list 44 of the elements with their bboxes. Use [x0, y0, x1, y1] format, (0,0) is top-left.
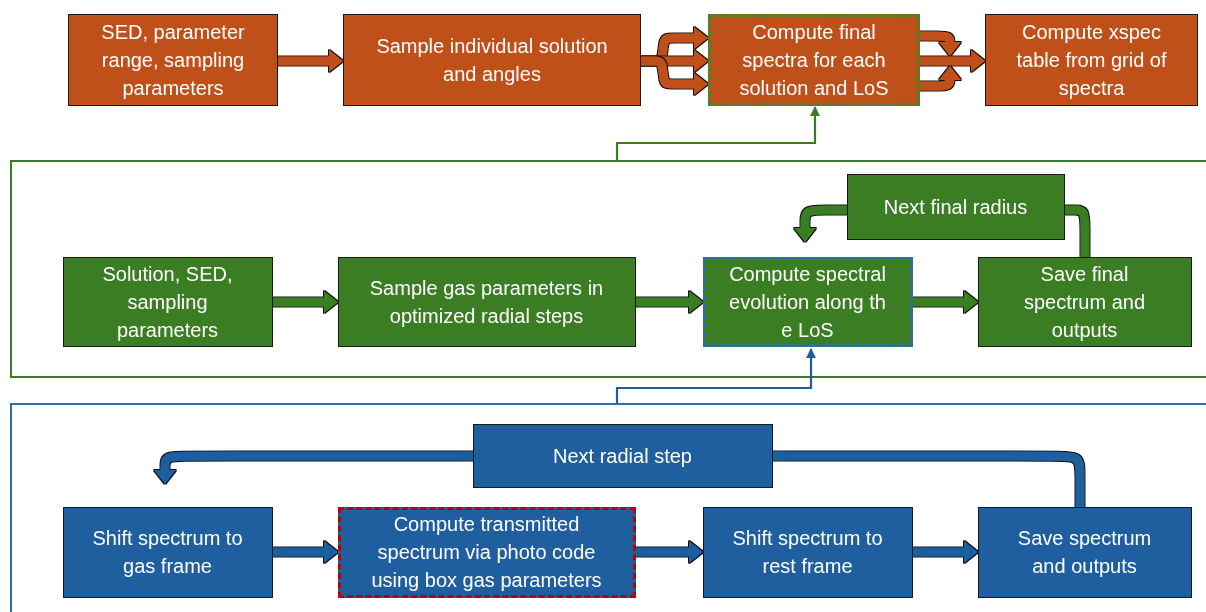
step-text: Compute xspec table from grid of spectra [1015, 20, 1168, 101]
step-text: Solution, SED, sampling parameters [101, 261, 234, 343]
step-text: Next radial step [553, 443, 692, 469]
group-panel [10, 403, 1206, 612]
block-arrow [918, 66, 961, 91]
block-arrow [154, 451, 473, 484]
process-box [68, 14, 278, 106]
process-box [343, 14, 641, 106]
process-box [337, 506, 636, 598]
process-box [702, 256, 913, 347]
block-arrow [918, 31, 961, 56]
step-text: Compute transmitted spectrum via photo code using box gas parameters [370, 512, 603, 593]
process-box [337, 256, 636, 347]
block-arrow [638, 56, 708, 95]
process-box [472, 423, 773, 488]
block-arrow [636, 541, 703, 563]
block-arrow [913, 541, 978, 563]
step-text: SED, parameter range, sampling parameters [100, 20, 246, 101]
step-text: Sample individual solution and angles [375, 34, 609, 87]
block-arrow [636, 291, 703, 313]
process-box [62, 256, 273, 347]
step-text: Save final spectrum and outputs [1022, 261, 1147, 343]
step-text: Shift spectrum to rest frame [731, 526, 884, 579]
arrow [615, 348, 816, 403]
block-arrow [273, 541, 338, 563]
step-text: Compute final spectra for each solution and LoS [738, 20, 890, 101]
process-box [985, 14, 1198, 106]
process-box [977, 506, 1192, 598]
block-arrow [278, 50, 343, 72]
arrow [615, 106, 820, 160]
step-text: Sample gas parameters in optimized radial steps [368, 275, 605, 329]
group-panel [10, 160, 1206, 378]
process-box [708, 14, 920, 106]
block-arrow [273, 291, 338, 313]
step-text: Next final radius [883, 194, 1028, 220]
block-arrow [920, 50, 985, 72]
process-box [846, 173, 1065, 240]
step-text: Shift spectrum to gas frame [91, 526, 244, 579]
process-box [702, 506, 913, 598]
block-arrow [913, 291, 978, 313]
step-text: Compute spectral evolution along th e LoS [728, 261, 887, 343]
process-box [977, 256, 1192, 347]
step-text: Save spectrum and outputs [1016, 526, 1153, 579]
process-box [62, 506, 273, 598]
